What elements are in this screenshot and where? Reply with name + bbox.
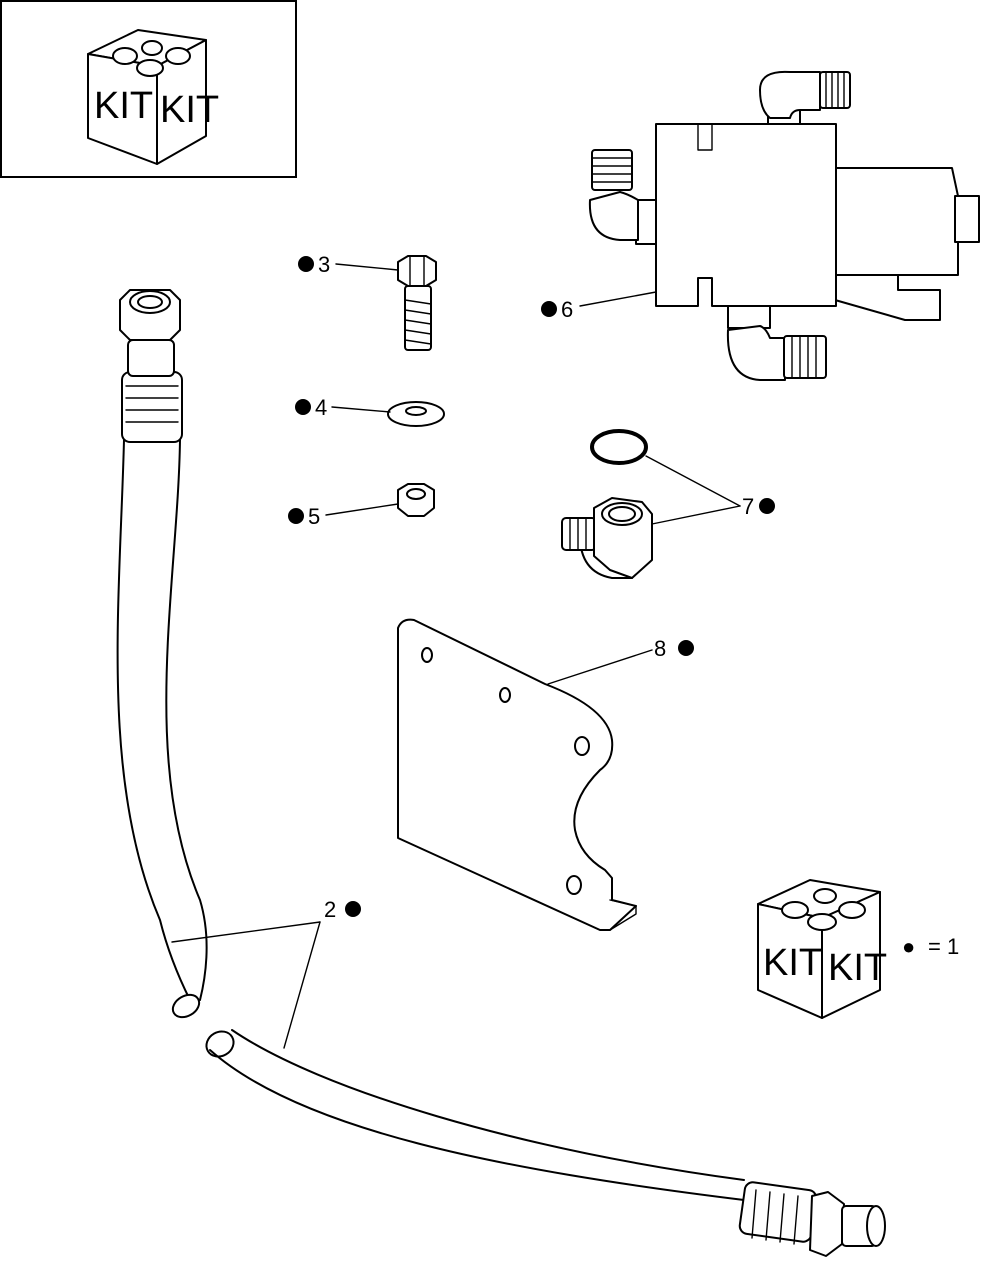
- callout-3: 3: [318, 252, 330, 277]
- callout-8: 8: [654, 636, 666, 661]
- lock-nut: [397, 483, 435, 517]
- kit-box-icon-top: KIT KIT: [87, 29, 219, 165]
- bolt: [397, 255, 437, 351]
- kit-text-left: KIT: [94, 85, 153, 127]
- callout-dots: [288, 256, 775, 917]
- elbow-fitting: [561, 497, 653, 579]
- callout-6: 6: [561, 297, 573, 322]
- callout-2: 2: [324, 897, 336, 922]
- valve-block: [588, 70, 980, 381]
- bracket-plate: [397, 618, 637, 931]
- callout-4: 4: [315, 395, 327, 420]
- callout-5: 5: [308, 504, 320, 529]
- kit-text-left-legend: KIT: [763, 942, 822, 984]
- legend-text: = 1: [928, 934, 959, 959]
- leader-lines: [171, 263, 741, 1049]
- hose: [116, 289, 886, 1257]
- callout-7: 7: [742, 494, 754, 519]
- kit-box-icon-legend: KIT KIT: [757, 879, 887, 1019]
- kit-text-right: KIT: [160, 89, 219, 131]
- o-ring: [590, 429, 648, 465]
- legend-dot: ●: [902, 934, 915, 959]
- kit-text-right-legend: KIT: [828, 947, 887, 989]
- washer: [387, 401, 445, 427]
